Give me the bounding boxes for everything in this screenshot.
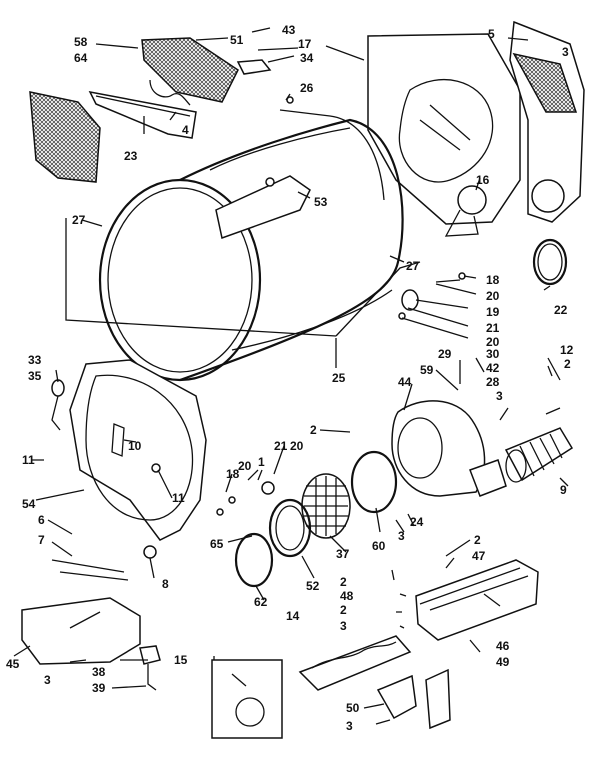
label-5: 5 [488,27,495,41]
label-27b: 27 [406,259,420,273]
label-10: 10 [128,439,142,453]
label-30: 30 [486,347,500,361]
kit-15 [211,659,283,739]
label-37: 37 [336,547,350,561]
label-3f: 3 [346,719,353,733]
label-24: 24 [410,515,424,529]
part-labels: 58 64 51 43 34 17 5 3 4 23 26 53 16 27 2… [6,23,574,733]
label-49: 49 [496,655,510,669]
label-58: 58 [74,35,88,49]
sensor-33 [51,379,65,431]
label-62: 62 [254,595,268,609]
label-23: 23 [124,149,138,163]
exhaust-cover-5 [509,20,585,223]
label-3a: 3 [562,45,569,59]
exhaust-duct-9 [504,427,574,483]
label-39: 39 [92,681,106,695]
label-14: 14 [286,609,300,623]
label-11b: 11 [172,491,185,505]
part-34 [236,59,272,75]
label-17: 17 [298,37,312,51]
label-20a: 20 [486,289,500,303]
roller-assembly [398,272,466,320]
label-2e: 2 [340,603,347,617]
bearing-parts [216,481,275,516]
label-64: 64 [74,51,88,65]
label-20c: 20 [290,439,304,453]
label-21a: 21 [486,321,500,335]
label-60: 60 [372,539,386,553]
label-3b: 3 [496,389,503,403]
label-50: 50 [346,701,360,715]
label-59: 59 [420,363,434,377]
label-33: 33 [28,353,42,367]
label-9: 9 [560,483,567,497]
label-12: 12 [560,343,574,357]
label-52: 52 [306,579,320,593]
leader-lines [13,27,569,725]
label-29: 29 [438,347,452,361]
label-18b: 18 [226,467,240,481]
label-11a: 11 [22,453,35,467]
wire-harness-4 [149,79,191,106]
label-54: 54 [22,497,36,511]
grille-58 [141,37,239,103]
bracket-23 [88,90,197,139]
label-2c: 2 [474,533,481,547]
label-34: 34 [300,51,314,65]
label-3e: 3 [44,673,51,687]
label-65: 65 [210,537,224,551]
bracket-49 [425,668,451,730]
label-15: 15 [174,653,188,667]
label-35: 35 [28,369,42,383]
label-2b: 2 [564,357,571,371]
label-44: 44 [398,375,412,389]
label-6: 6 [38,513,45,527]
label-4: 4 [182,123,189,137]
label-16: 16 [476,173,490,187]
blower-housing-44 [391,400,507,497]
front-bulkhead-54 [69,359,207,559]
label-2a: 2 [310,423,317,437]
label-18a: 18 [486,273,500,287]
label-46: 46 [496,639,510,653]
toe-panel-45 [21,559,161,691]
bracket-50 [376,674,417,720]
label-27a: 27 [72,213,86,227]
label-48: 48 [340,589,354,603]
label-20b: 20 [486,335,500,349]
label-3c: 3 [398,529,405,543]
seal-ring-22 [532,238,568,286]
label-45: 45 [6,657,20,671]
label-53: 53 [314,195,328,209]
label-7: 7 [38,533,45,547]
label-51: 51 [230,33,244,47]
label-22: 22 [554,303,568,317]
label-3d: 3 [340,619,347,633]
label-47: 47 [472,549,486,563]
label-26: 26 [300,81,314,95]
label-8: 8 [162,577,169,591]
heater-46 [415,559,539,641]
label-25: 25 [332,371,346,385]
seal-52 [268,498,312,558]
lint-screen-64 [29,91,101,183]
label-28: 28 [486,375,500,389]
label-42: 42 [486,361,500,375]
seal-62 [234,532,274,588]
element-14 [298,635,412,691]
seal-ring-60 [350,450,398,514]
label-19: 19 [486,305,500,319]
rear-bulkhead-17 [367,33,521,237]
label-20d: 20 [238,459,252,473]
label-43: 43 [282,23,296,37]
drum-25 [98,96,404,382]
label-1: 1 [258,455,265,469]
label-2d: 2 [340,575,347,589]
label-38: 38 [92,665,106,679]
label-21b: 21 [274,439,288,453]
